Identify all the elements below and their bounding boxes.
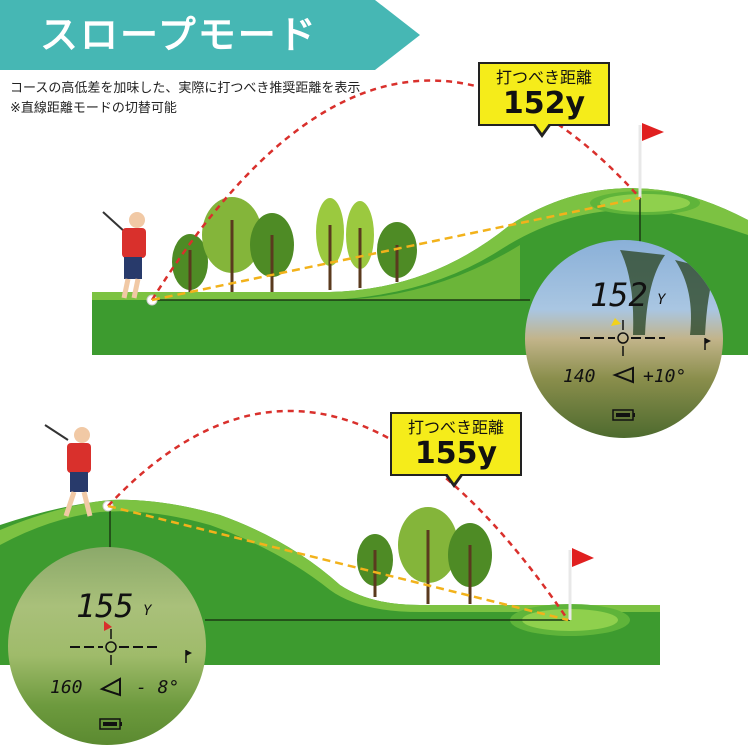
- description-line-1: コースの高低差を加味した、実際に打つべき推奨距離を表示: [10, 81, 361, 96]
- line-distance-readout: 140: [563, 366, 596, 387]
- battery-icon: [99, 718, 122, 730]
- callout-tail-fill: [446, 472, 462, 483]
- callout-label: 打つべき距離: [495, 68, 592, 87]
- callout-value: 155y: [414, 436, 498, 471]
- rangefinder-view-top: 152 Y 140 +10°: [525, 240, 723, 438]
- recommended-distance-callout-bottom: 打つべき距離 155y: [390, 412, 522, 476]
- golfer: [102, 211, 146, 299]
- tree: [172, 197, 417, 292]
- distance-unit: Y: [143, 603, 152, 619]
- flag-mini-icon: [704, 338, 711, 350]
- battery-icon: [612, 409, 635, 421]
- slope-icon: [612, 366, 634, 384]
- callout-value: 152y: [502, 86, 586, 121]
- slope-icon: [99, 677, 121, 697]
- rangefinder-view-bottom: 155 Y 160 - 8°: [8, 547, 206, 745]
- ball-trajectory: [150, 79, 641, 301]
- sight-line: [107, 504, 569, 622]
- distance-readout: 152: [590, 276, 648, 314]
- angle-readout: +10°: [643, 366, 687, 387]
- callout-label: 打つべき距離: [407, 418, 504, 437]
- flag: [568, 548, 594, 620]
- reticle: [617, 332, 629, 344]
- page-title: スロープモード: [40, 13, 318, 57]
- distance-unit: Y: [657, 292, 666, 308]
- description-line-2: ※直線距離モードの切替可能: [10, 101, 177, 116]
- reticle: [105, 641, 117, 653]
- flag: [638, 123, 664, 198]
- distance-readout: 155: [76, 587, 134, 625]
- ball-trajectory: [107, 409, 570, 621]
- recommended-distance-callout-top: 打つべき距離 152y: [478, 62, 610, 126]
- angle-readout: - 8°: [136, 677, 180, 698]
- header-banner: [0, 0, 420, 70]
- golfer: [44, 424, 93, 517]
- flag-mini-icon: [185, 650, 192, 663]
- callout-tail-fill: [534, 122, 550, 133]
- line-distance-readout: 160: [50, 677, 83, 698]
- tree: [357, 507, 492, 604]
- sight-line: [151, 196, 641, 302]
